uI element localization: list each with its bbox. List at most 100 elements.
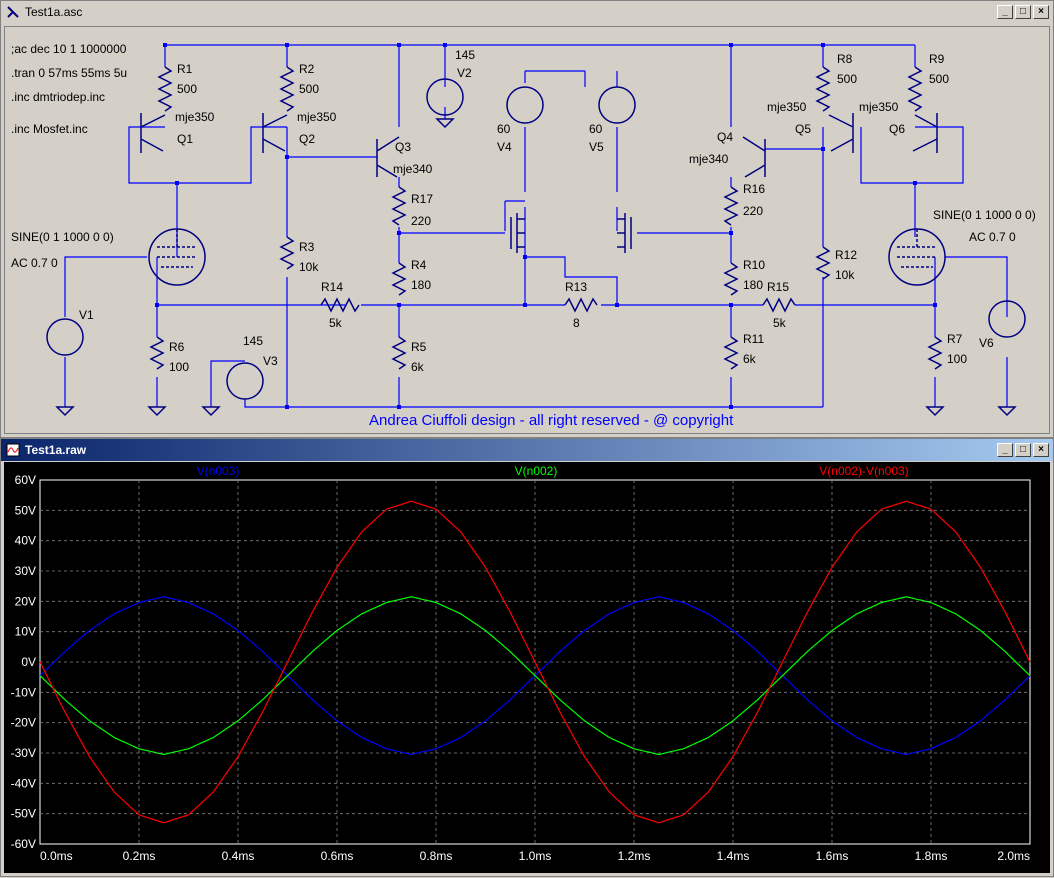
- svg-text:Q6: Q6: [889, 122, 905, 136]
- maximize-button[interactable]: □: [1015, 5, 1031, 19]
- y-tick-label: 0V: [21, 655, 36, 669]
- q5-symbol: [828, 113, 854, 153]
- schematic-title: Test1a.asc: [25, 5, 83, 19]
- wires: [64, 44, 1008, 408]
- close-button[interactable]: ×: [1033, 443, 1049, 457]
- r5-zigzag: [391, 336, 407, 370]
- svg-text:180: 180: [411, 278, 431, 292]
- svg-text:220: 220: [411, 214, 431, 228]
- svg-text:R3: R3: [299, 240, 315, 254]
- r10-zigzag: [723, 262, 739, 296]
- svg-text:Q5: Q5: [795, 122, 811, 136]
- svg-text:R8: R8: [837, 52, 853, 66]
- x-tick-label: 0.4ms: [222, 849, 255, 863]
- maximize-button[interactable]: □: [1015, 443, 1031, 457]
- r13-zigzag: [564, 297, 598, 313]
- y-tick-label: 10V: [15, 625, 36, 639]
- v5-source: [598, 86, 636, 124]
- close-button[interactable]: ×: [1033, 5, 1049, 19]
- waveform-icon: [5, 442, 21, 458]
- grounds: [55, 118, 1017, 417]
- minimize-button[interactable]: _: [997, 443, 1013, 457]
- svg-text:R16: R16: [743, 182, 765, 196]
- q2-symbol: [262, 113, 288, 153]
- svg-text:R9: R9: [929, 52, 945, 66]
- x-tick-label: 1.0ms: [519, 849, 552, 863]
- svg-text:Q4: Q4: [717, 130, 733, 144]
- m1-symbol: [510, 213, 525, 253]
- svg-text:R11: R11: [743, 332, 764, 346]
- x-tick-label: 1.2ms: [618, 849, 651, 863]
- svg-text:Q3: Q3: [395, 140, 411, 154]
- y-tick-label: -50V: [11, 807, 36, 821]
- y-tick-label: -60V: [11, 837, 36, 851]
- svg-text:Q2: Q2: [299, 132, 315, 146]
- svg-text:R7: R7: [947, 332, 963, 346]
- m2-symbol: [617, 213, 632, 253]
- svg-text:5k: 5k: [329, 316, 343, 330]
- plot-title: Test1a.raw: [25, 443, 87, 457]
- svg-text:180: 180: [743, 278, 763, 292]
- r7-zigzag: [927, 336, 943, 370]
- q3-symbol: [376, 136, 400, 178]
- x-tick-label: 1.8ms: [915, 849, 948, 863]
- x-tick-label: 1.4ms: [717, 849, 750, 863]
- svg-text:60: 60: [497, 122, 511, 136]
- y-tick-label: -40V: [11, 776, 36, 790]
- svg-text:SINE(0 1 1000 0 0): SINE(0 1 1000 0 0): [933, 208, 1036, 222]
- svg-text:R6: R6: [169, 340, 185, 354]
- x-tick-label: 0.0ms: [40, 849, 73, 863]
- directive-inc1: .inc dmtriodep.inc: [11, 90, 105, 104]
- r15-zigzag: [762, 297, 796, 313]
- y-tick-label: 40V: [15, 534, 36, 548]
- r9-zigzag: [907, 66, 923, 112]
- svg-text:100: 100: [947, 352, 967, 366]
- v2-source: [426, 78, 464, 116]
- svg-text:145: 145: [243, 334, 263, 348]
- y-tick-label: 50V: [15, 503, 36, 517]
- r12-zigzag: [815, 246, 831, 280]
- r2-zigzag: [279, 66, 295, 112]
- schematic-titlebar[interactable]: Test1a.asc _ □ ×: [1, 1, 1053, 23]
- y-tick-label: -10V: [11, 685, 36, 699]
- minimize-button[interactable]: _: [997, 5, 1013, 19]
- y-tick-label: 60V: [15, 473, 36, 487]
- x-tick-label: 0.6ms: [321, 849, 354, 863]
- x-tick-label: 1.6ms: [816, 849, 849, 863]
- svg-text:V6: V6: [979, 336, 994, 350]
- svg-text:220: 220: [743, 204, 763, 218]
- svg-text:100: 100: [169, 360, 189, 374]
- svg-text:mje340: mje340: [689, 152, 729, 166]
- r3-zigzag: [279, 236, 295, 270]
- svg-text:Q1: Q1: [177, 132, 193, 146]
- y-tick-label: -30V: [11, 746, 36, 760]
- directive-tran: .tran 0 57ms 55ms 5u: [11, 66, 127, 80]
- svg-text:mje350: mje350: [767, 100, 807, 114]
- svg-text:V5: V5: [589, 140, 604, 154]
- svg-text:AC 0.7 0: AC 0.7 0: [11, 256, 58, 270]
- r11-zigzag: [723, 336, 739, 370]
- svg-text:R2: R2: [299, 62, 315, 76]
- series-line-2: [39, 500, 1031, 824]
- svg-text:500: 500: [837, 72, 857, 86]
- svg-text:R4: R4: [411, 258, 427, 272]
- svg-text:6k: 6k: [743, 352, 757, 366]
- v1-source: [46, 318, 84, 356]
- plot-titlebar[interactable]: Test1a.raw _ □ ×: [1, 439, 1053, 461]
- r6-zigzag: [149, 336, 165, 370]
- r17-zigzag: [391, 186, 407, 226]
- x-tick-label: 0.8ms: [420, 849, 453, 863]
- svg-text:SINE(0 1 1000 0 0): SINE(0 1 1000 0 0): [11, 230, 114, 244]
- legend-1: V(n002): [515, 464, 558, 478]
- series-line-1: [39, 596, 1031, 756]
- svg-text:mje350: mje350: [175, 110, 215, 124]
- svg-text:500: 500: [299, 82, 319, 96]
- svg-text:5k: 5k: [773, 316, 787, 330]
- schematic-canvas[interactable]: ;ac dec 10 1 1000000 .tran 0 57ms 55ms 5…: [4, 26, 1050, 434]
- y-tick-label: -20V: [11, 716, 36, 730]
- y-tick-label: 20V: [15, 594, 36, 608]
- svg-text:V2: V2: [457, 66, 472, 80]
- svg-text:AC 0.7 0: AC 0.7 0: [969, 230, 1016, 244]
- v3-source: [226, 362, 264, 400]
